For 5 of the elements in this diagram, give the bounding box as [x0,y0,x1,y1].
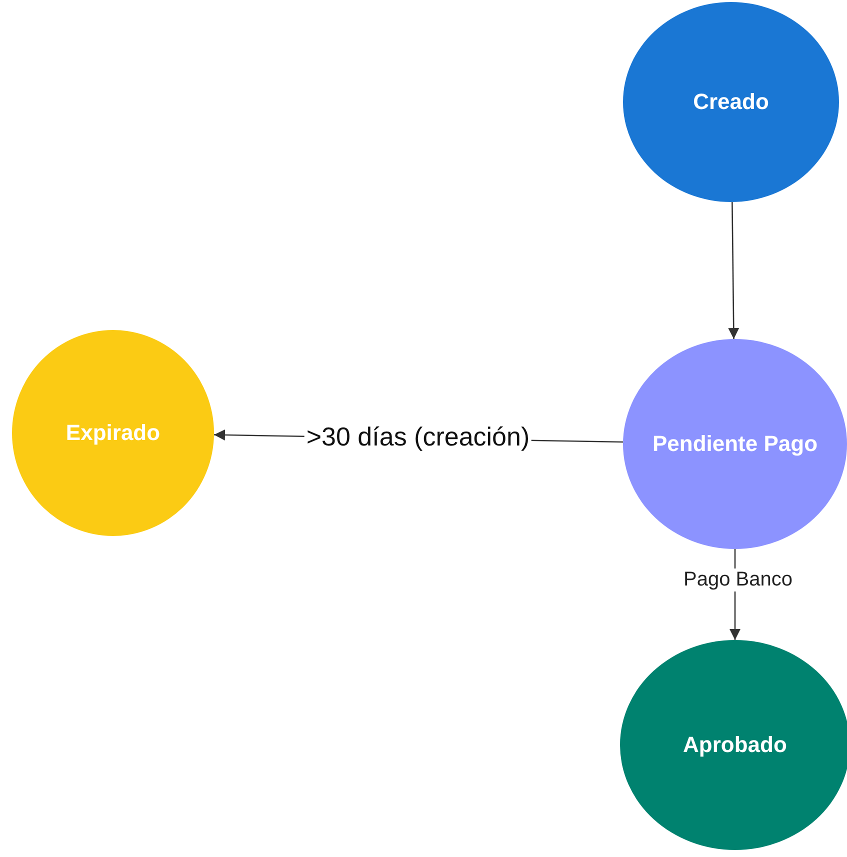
state-label: Expirado [66,420,160,446]
state-label: Pendiente Pago [652,431,818,457]
arrow [728,202,740,340]
state-label: Aprobado [683,732,787,758]
state-label: Creado [693,89,769,115]
